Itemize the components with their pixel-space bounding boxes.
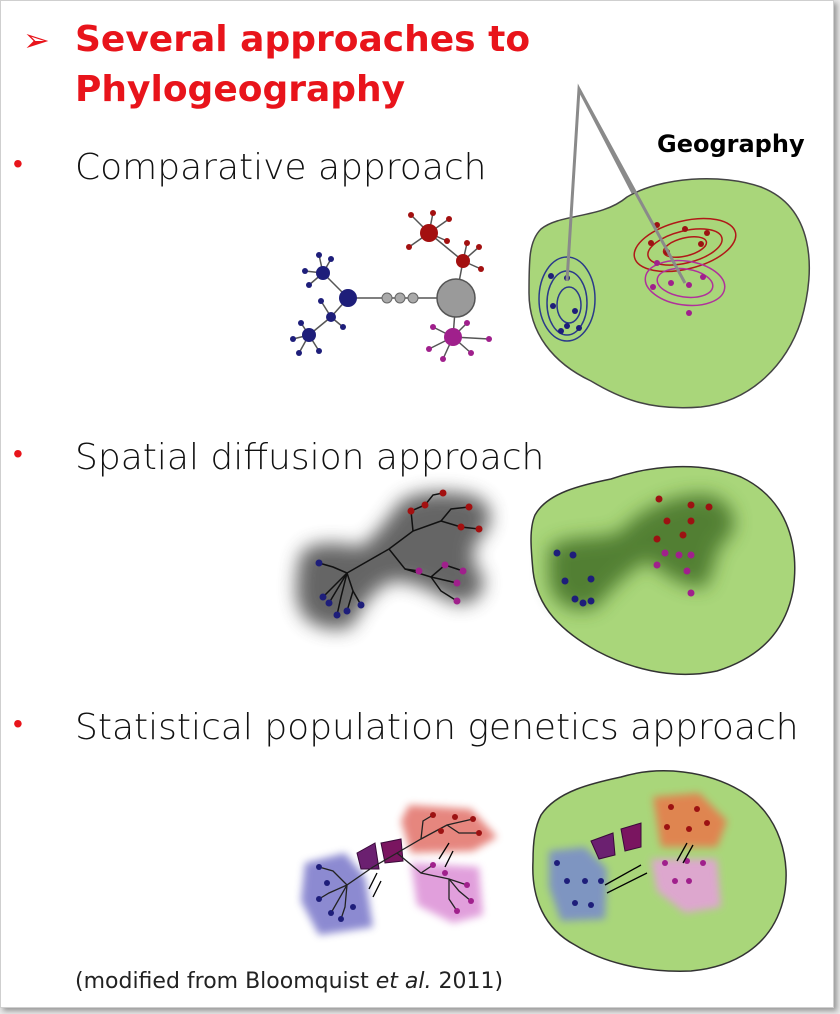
geography-map-statistical bbox=[532, 770, 787, 972]
bullet-dot-icon: • bbox=[13, 147, 23, 180]
bullet-label: Statistical population genetics approach bbox=[75, 707, 799, 748]
bullet-dot-icon: • bbox=[13, 707, 23, 740]
geography-pointer-lines bbox=[565, 83, 687, 284]
diffusion-tree bbox=[296, 489, 491, 630]
haplotype-network bbox=[290, 210, 492, 362]
geography-map-diffusion bbox=[530, 465, 796, 676]
citation: (modified from Bloomquist et al. 2011) bbox=[75, 969, 503, 994]
bullet-label: Spatial diffusion approach bbox=[75, 437, 545, 478]
geography-map-comparative bbox=[528, 83, 810, 409]
citation-suffix: 2011) bbox=[431, 969, 504, 994]
citation-italic: et al. bbox=[375, 969, 432, 994]
arrow-bullet-icon: ➢ bbox=[23, 21, 50, 59]
citation-prefix: (modified from Bloomquist bbox=[75, 969, 376, 994]
structured-tree bbox=[301, 805, 497, 935]
geography-label: Geography bbox=[657, 130, 805, 158]
bullet-label: Comparative approach bbox=[75, 147, 487, 188]
bullet-dot-icon: • bbox=[13, 437, 23, 470]
title-line-2: Phylogeography bbox=[75, 69, 406, 110]
title-line-1: Several approaches to bbox=[75, 19, 531, 60]
